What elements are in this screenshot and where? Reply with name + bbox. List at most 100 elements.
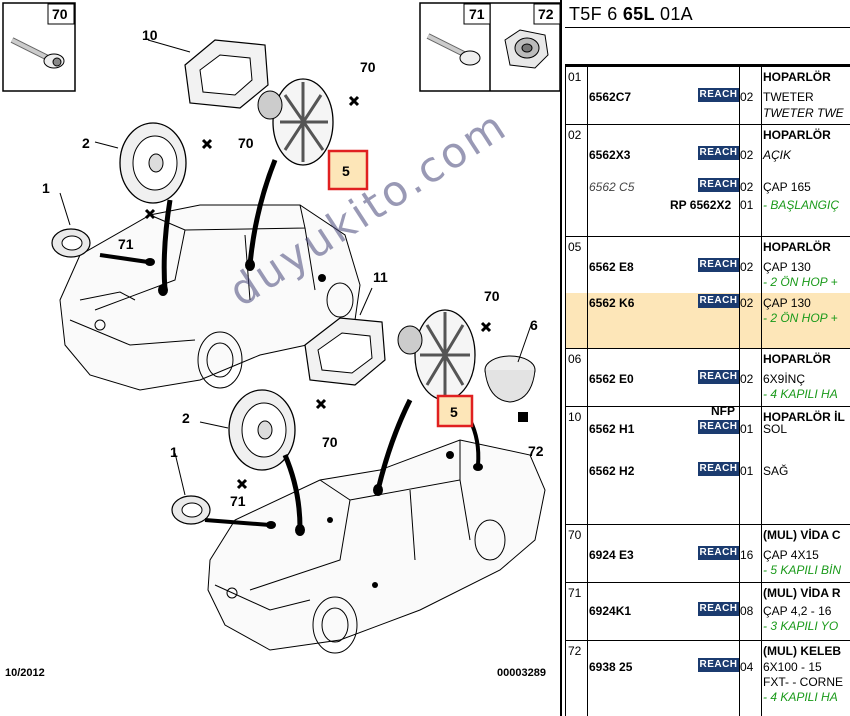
callouts: 10 70 2 70 1 71 11 70 2 70 6 1 71 72 [42, 27, 544, 509]
group-header: HOPARLÖR [763, 352, 831, 366]
part-remark: - 3 KAPILI YO [763, 619, 839, 633]
part-remark: - BAŞLANGIÇ [763, 198, 840, 212]
group-header: HOPARLÖR [763, 70, 831, 84]
part-reference: 6562 H1 [589, 422, 635, 436]
speaker-2-lower [228, 389, 296, 471]
quantity: 01 [740, 422, 754, 436]
reach-badge: REACH [698, 294, 739, 308]
part-remark: - 2 ÖN HOP + [763, 311, 838, 325]
table-rule [565, 27, 850, 28]
callout-70-d: 70 [322, 434, 338, 450]
callout-inset-71: 71 [469, 6, 485, 22]
callout-10-upper: 10 [142, 27, 158, 43]
clip-marker-72 [518, 412, 528, 422]
callout-inset-72: 72 [538, 6, 554, 22]
group-rule [565, 236, 850, 237]
reach-badge: REACH [698, 420, 739, 434]
part-remark: - 2 ÖN HOP + [763, 275, 838, 289]
quantity: 02 [740, 296, 754, 310]
part-reference: 6562 E8 [589, 260, 634, 274]
quantity: 02 [740, 372, 754, 386]
foam-gasket-11-lower [304, 317, 386, 386]
group-number: 06 [568, 352, 582, 366]
diagram-code: 00003289 [497, 667, 546, 679]
part-reference: 6562C7 [589, 90, 632, 104]
quantity: 08 [740, 604, 754, 618]
part-reference-alt: 6562 C5 [589, 180, 635, 194]
clip-nut-icon [504, 29, 549, 69]
group-rule [565, 348, 850, 349]
foam-gasket-10-upper [184, 39, 269, 109]
group-header: HOPARLÖR İL [763, 410, 845, 424]
part-description: ÇAP 130 [763, 296, 811, 310]
group-number: 72 [568, 644, 582, 658]
callout-5-upper: 5 [342, 163, 350, 179]
callout-6: 6 [530, 317, 538, 333]
group-number: 05 [568, 240, 582, 254]
quantity: 02 [740, 90, 754, 104]
callout-70-a: 70 [360, 59, 376, 75]
quantity: 16 [740, 548, 754, 562]
part-reference: 6938 25 [589, 660, 633, 674]
sedan-car-drawing [207, 439, 546, 654]
group-number: 01 [568, 70, 582, 84]
quantity: 04 [740, 660, 754, 674]
tweeter-1-lower [171, 495, 211, 525]
callout-1-upper: 1 [42, 180, 50, 196]
callout-70-c: 70 [484, 288, 500, 304]
quantity: 02 [740, 260, 754, 274]
callout-inset-70: 70 [52, 6, 68, 22]
part-description: ÇAP 165 [763, 180, 811, 194]
hatchback-car-drawing [59, 204, 361, 391]
callout-2-lower: 2 [182, 410, 190, 426]
part-description-italic: TWETER TWE [763, 106, 844, 120]
callout-11-lower: 11 [373, 269, 388, 285]
highlight-callout-5-upper[interactable]: 5 [327, 149, 369, 191]
callout-71-lower: 71 [230, 493, 246, 509]
title-prefix: T5F 6 [569, 4, 623, 24]
parts-exploded-diagram: 70 71 72 [2, 0, 562, 716]
col-line [565, 64, 566, 716]
callout-72: 72 [528, 443, 544, 459]
speaker-5-lower [397, 309, 476, 401]
leader-lines [59, 39, 532, 529]
speaker-2-upper [119, 122, 187, 204]
part-note: NFP [711, 404, 735, 418]
group-header: HOPARLÖR [763, 128, 831, 142]
part-reference: 6924K1 [589, 604, 632, 618]
reach-badge: REACH [698, 178, 739, 192]
group-header: HOPARLÖR [763, 240, 831, 254]
table-title: T5F 6 65L 01A [569, 4, 693, 25]
quantity: 01 [740, 198, 754, 212]
callout-2-upper: 2 [82, 135, 90, 151]
part-description: ÇAP 4,2 - 16 [763, 604, 832, 618]
quantity: 01 [740, 464, 754, 478]
callout-71-upper: 71 [118, 236, 134, 252]
group-header: (MUL) KELEB [763, 644, 841, 658]
group-rule [565, 640, 850, 641]
replacement-reference: RP 6562X2 [670, 198, 732, 212]
part-description: TWETER [763, 90, 814, 104]
part-reference: 6562 E0 [589, 372, 634, 386]
reach-badge: REACH [698, 462, 739, 476]
part-description: SAĞ [763, 464, 789, 478]
part-description-italic: AÇIK [763, 148, 792, 162]
callout-5-lower: 5 [450, 404, 458, 420]
col-line [739, 64, 740, 716]
highlight-callout-5-lower[interactable]: 5 [436, 394, 474, 428]
part-description: SOL [763, 422, 788, 436]
part-description: 6X100 - 15 [763, 660, 822, 674]
group-header: (MUL) VİDA R [763, 586, 841, 600]
diagram-date: 10/2012 [5, 667, 45, 679]
title-bold: 65L [622, 4, 655, 24]
speaker-5-upper [257, 78, 334, 166]
part-description: ÇAP 4X15 [763, 548, 819, 562]
quantity: 02 [740, 180, 754, 194]
group-rule [565, 406, 850, 407]
group-header: (MUL) VİDA C [763, 528, 841, 542]
part-remark: - 4 KAPILI HA [763, 387, 838, 401]
part-description: 6X9İNÇ [763, 372, 806, 386]
col-line [587, 64, 588, 716]
group-number: 02 [568, 128, 582, 142]
